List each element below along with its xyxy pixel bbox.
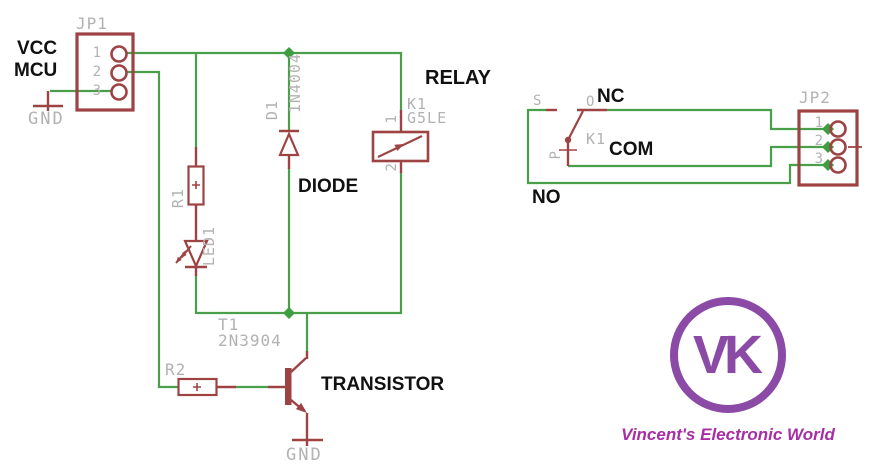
jp2-pad-1 [829,120,847,138]
jp1-pad-2 [110,64,128,82]
net-label-mcu: MCU [14,60,58,81]
wire-vcc-net [127,51,403,147]
t1-value: 2N3904 [218,331,282,350]
contact-ref: K1 [586,130,607,148]
net-label-vcc: VCC [17,38,58,59]
gnd-symbol-t1 [292,438,323,446]
r2-body [177,377,218,397]
relay-pin2-label: 2 [384,162,400,172]
contact-pivot-dot [564,136,572,144]
jp2-pin1-label: 1 [814,115,824,131]
jp1-outline [75,32,135,112]
t1-ref: T1 [218,315,240,334]
jp1-pin1-label: 1 [92,45,102,61]
wire-collector-net [194,168,403,352]
relay-pin1-label: 1 [384,114,400,124]
jp1-ref: JP1 [76,14,108,33]
contact-pin-o-label: O [586,94,596,110]
contact-arm [567,110,584,141]
t1-collector-line [290,351,309,373]
r2-ref: R2 [165,360,187,379]
jp1-pin2-label: 2 [92,64,102,80]
jp1-pad-3 [110,83,128,101]
junction-collector-d1 [283,307,295,319]
logo-ring: VK [670,297,786,413]
jp2-pin2-label: 2 [814,133,824,149]
jp2-pin3-label: 3 [814,151,824,167]
t1-base-bar [285,368,292,405]
wire-mcu-net [127,70,179,389]
annotation-relay: RELAY [425,67,491,89]
annotation-transistor: TRANSISTOR [321,374,445,395]
t1-emitter-arrowhead [295,402,307,413]
jp2-pad-2 [829,138,847,156]
led1-arrowhead-1 [181,251,187,258]
gnd-symbol-jp1 [33,91,63,111]
net-label-no: NO [532,187,561,208]
led1-arrowhead-2 [176,256,182,263]
net-label-com: COM [609,139,654,160]
r1-body [187,165,205,206]
led1-cathode-bar [185,265,207,276]
jp2-ref: JP2 [799,88,831,107]
led1-ref: LED1 [200,226,218,267]
wire-nc-net [607,108,828,131]
jp1-gnd-label: GND [28,109,65,129]
wire-com-net [568,145,828,168]
t1-gnd-label: GND [286,445,323,465]
jp2-outline [797,109,859,187]
junction-vcc-d1 [283,47,295,59]
filled-symbols [176,136,572,413]
jp1-pin3-label: 3 [92,83,102,99]
contact-pin-s-label: S [533,93,543,109]
logo-monogram: VK [692,325,763,385]
relay-ref: K1 [407,95,428,113]
d1-value: 1N4004 [286,53,304,114]
relay-value: G5LE [407,109,448,127]
relay-arrowhead [394,144,404,151]
logo-tagline: Vincent's Electronic World [621,425,835,444]
jp1-pad-1 [110,45,128,63]
d1-triangle [278,131,300,157]
wire-no-net [526,108,828,185]
annotation-diode: DIODE [298,176,359,197]
led1-triangle [183,239,209,269]
symbols [33,32,862,446]
r1-origin-cross [192,181,200,189]
r1-ref: R1 [169,188,187,209]
contact-pin-p-label: P [548,150,564,160]
d1-ref: D1 [263,100,281,121]
jp2-pad-3 [829,156,847,174]
net-label-nc: NC [597,86,625,107]
r2-origin-cross [193,383,201,391]
